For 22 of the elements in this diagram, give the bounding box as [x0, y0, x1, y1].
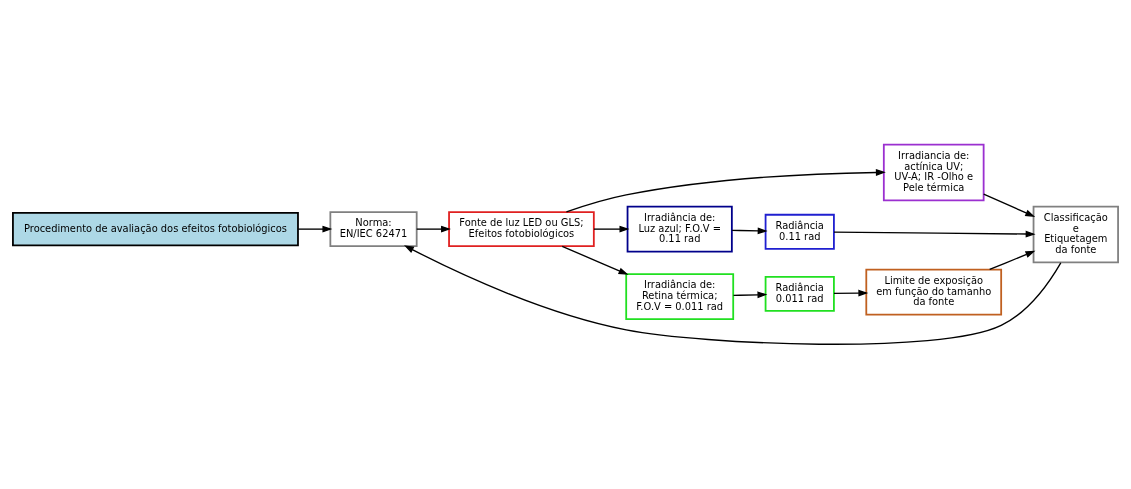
arrow: [416, 225, 451, 233]
arrow: [989, 250, 1036, 271]
node-box: Procedimento de avaliação dos efeitos fotobiológicos: [12, 212, 299, 247]
arrow: [593, 225, 630, 233]
arrow: [732, 291, 768, 299]
node-box: Radiância 0.011 rad: [764, 275, 835, 312]
node-box: Norma: EN/IEC 62471: [329, 211, 418, 248]
node-box: Irradiancia de: actínica UV; UV-A; IR -Olho e Pele térmica: [882, 143, 985, 202]
arrow: [404, 245, 1062, 345]
arrow: [983, 193, 1036, 217]
node-box: Limite de exposição em função do tamanho da fonte: [865, 268, 1003, 316]
arrow: [561, 245, 629, 275]
node-box: Irradiância de: Luz azul; F.O.V = 0.11 rad: [626, 205, 733, 253]
node-box: Classificação e Etiquetagem da fonte: [1032, 205, 1119, 264]
node-box: Irradiância de: Retina térmica; F.O.V = 0.011 rad: [625, 273, 735, 320]
arrow: [565, 169, 886, 213]
arrow: [297, 225, 333, 233]
arrow: [833, 289, 869, 297]
node-box: Radiância 0.11 rad: [764, 213, 835, 250]
arrow: [731, 227, 768, 235]
node-box: Fonte de luz LED ou GLS; Efeitos fotobiológicos: [448, 211, 595, 248]
arrow: [833, 230, 1036, 238]
